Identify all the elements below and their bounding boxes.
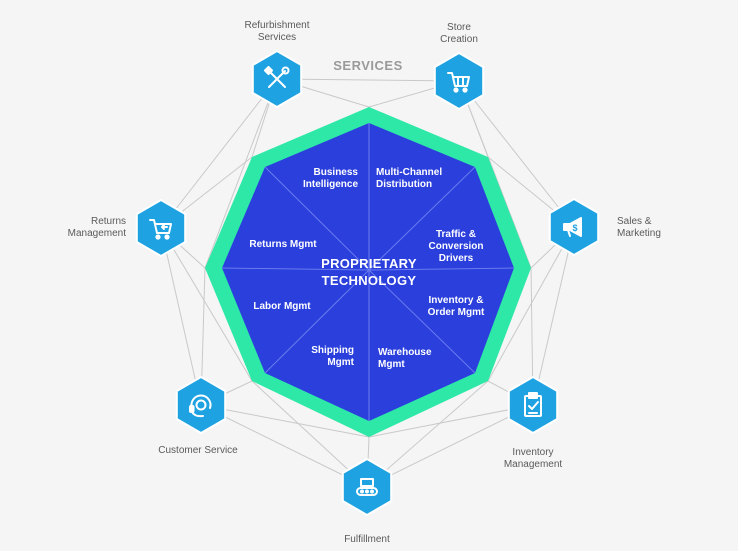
segment-divider: [264, 269, 370, 374]
segment-label: Shipping: [311, 345, 354, 356]
node-core-line: [366, 380, 489, 488]
segment-dividers: [221, 123, 515, 421]
service-hexagon: [135, 198, 187, 258]
service-label: Customer Service: [158, 445, 238, 456]
center-title-line2: TECHNOLOGY: [322, 273, 417, 288]
segment-label: Returns Mgmt: [249, 239, 317, 250]
services-title: SERVICES: [333, 58, 403, 73]
service-hexagon: [507, 375, 559, 435]
service-label: Creation: [440, 34, 478, 45]
node-core-line: [160, 227, 253, 382]
segment-divider: [368, 269, 476, 374]
segment-label: Intelligence: [303, 179, 358, 190]
service-label: Services: [258, 32, 296, 43]
service-label: Fulfillment: [344, 534, 390, 545]
service-label: Refurbishment: [244, 20, 309, 31]
service-label: Inventory: [512, 447, 553, 458]
segment-divider: [264, 166, 370, 271]
service-node: Customer Service: [158, 375, 238, 456]
service-label: Store: [447, 22, 471, 33]
segment-label: Warehouse: [378, 347, 432, 358]
service-label: Management: [68, 228, 127, 239]
megaphone-icon: $: [563, 217, 582, 237]
node-core-line: [368, 404, 534, 438]
clipboard-icon: [524, 392, 542, 417]
shopping-cart-icon: [447, 72, 470, 93]
node-core-line: [458, 80, 532, 269]
node-core-line: [204, 78, 278, 269]
svg-text:$: $: [572, 223, 577, 233]
segment-label: Labor Mgmt: [253, 301, 311, 312]
service-label: Marketing: [617, 228, 661, 239]
service-hexagon: [175, 375, 227, 435]
segment-label: Traffic &: [436, 229, 476, 240]
segment-label: Distribution: [376, 179, 432, 190]
segment-label: Order Mgmt: [428, 307, 485, 318]
segment-divider: [368, 166, 476, 271]
service-node: Fulfillment: [341, 457, 393, 545]
segment-divider: [221, 267, 370, 271]
segment-label: Multi-Channel: [376, 167, 442, 178]
headset-icon: [189, 394, 212, 418]
service-label: Returns: [91, 216, 126, 227]
segment-label: Drivers: [439, 253, 474, 264]
tools-icon: [263, 65, 290, 88]
service-node: $ Sales &Marketing: [548, 197, 661, 257]
segment-label: Mgmt: [378, 359, 405, 370]
core-octagon: [222, 123, 514, 421]
node-link-line: [276, 78, 460, 82]
node-link-line: [366, 404, 534, 488]
service-label: Management: [504, 459, 563, 470]
segment-label: Conversion: [428, 241, 483, 252]
node-link-line: [458, 80, 575, 228]
node-link-line: [160, 78, 278, 229]
node-core-line: [200, 404, 370, 438]
node-link-line: [532, 226, 575, 406]
service-label: Sales &: [617, 216, 652, 227]
node-core-line: [487, 226, 575, 382]
node-link-line: [200, 404, 368, 488]
segment-label: Business: [314, 167, 359, 178]
return-cart-icon: [149, 219, 172, 240]
node-link-line: [160, 227, 202, 406]
conveyor-icon: [356, 478, 378, 496]
segment-label: Mgmt: [327, 357, 354, 368]
segment-divider: [368, 267, 515, 271]
segment-label: Inventory &: [428, 295, 483, 306]
center-title-line1: PROPRIETARY: [321, 256, 417, 271]
